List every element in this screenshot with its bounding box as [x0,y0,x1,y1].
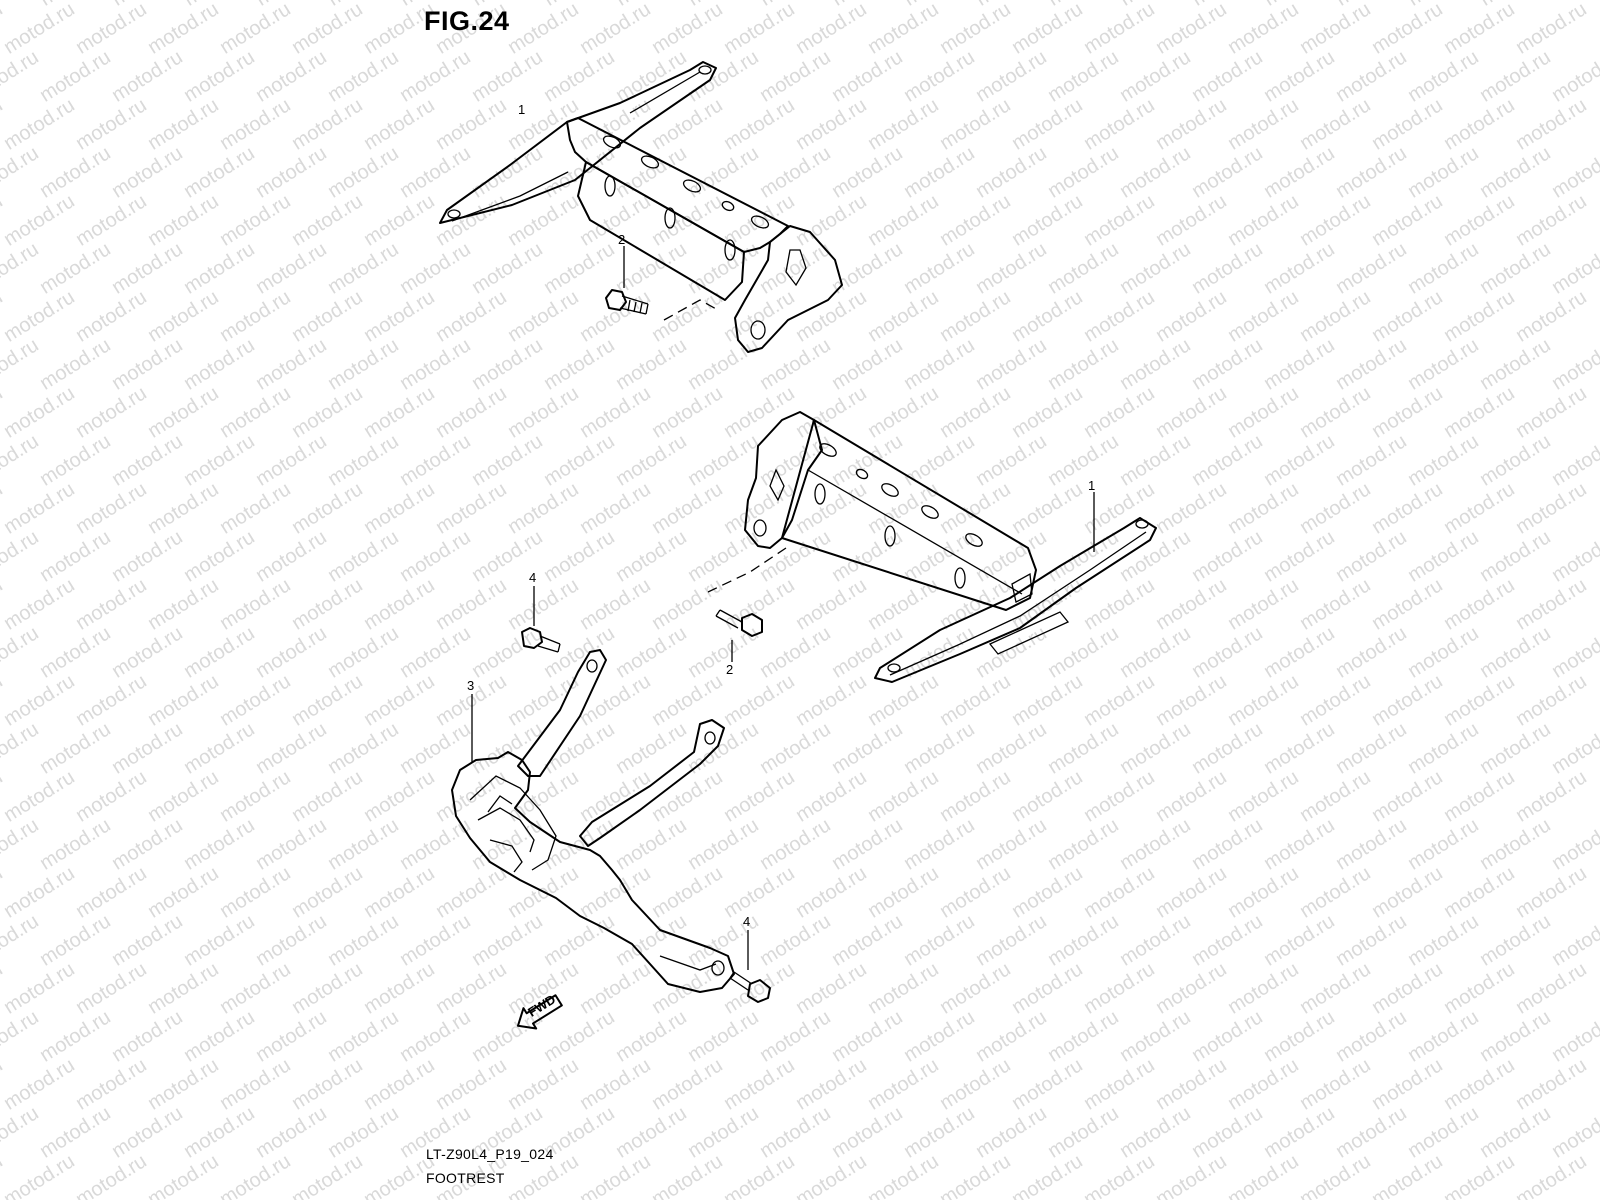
callout-2-upper: 2 [618,232,625,247]
bolt-guard-bottom [729,930,771,1003]
callout-4-bottom: 4 [743,914,750,929]
callout-4-top: 4 [529,570,536,585]
callout-1-upper: 1 [518,102,525,117]
callout-2-lower: 2 [726,662,733,677]
figure-title: FIG.24 [424,6,510,36]
footrest-bracket-lower [707,411,1157,683]
footrest-guard [451,649,735,993]
model-code: LT-Z90L4_P19_024 [426,1146,554,1162]
callout-1-lower: 1 [1088,478,1095,493]
footrest-bracket-upper [439,61,843,353]
callout-3: 3 [467,678,474,693]
part-name: FOOTREST [426,1170,505,1186]
bolt-upper [605,246,719,321]
bolt-lower [715,609,763,662]
forward-direction-arrow [516,994,563,1030]
bolt-guard-top [521,586,561,653]
